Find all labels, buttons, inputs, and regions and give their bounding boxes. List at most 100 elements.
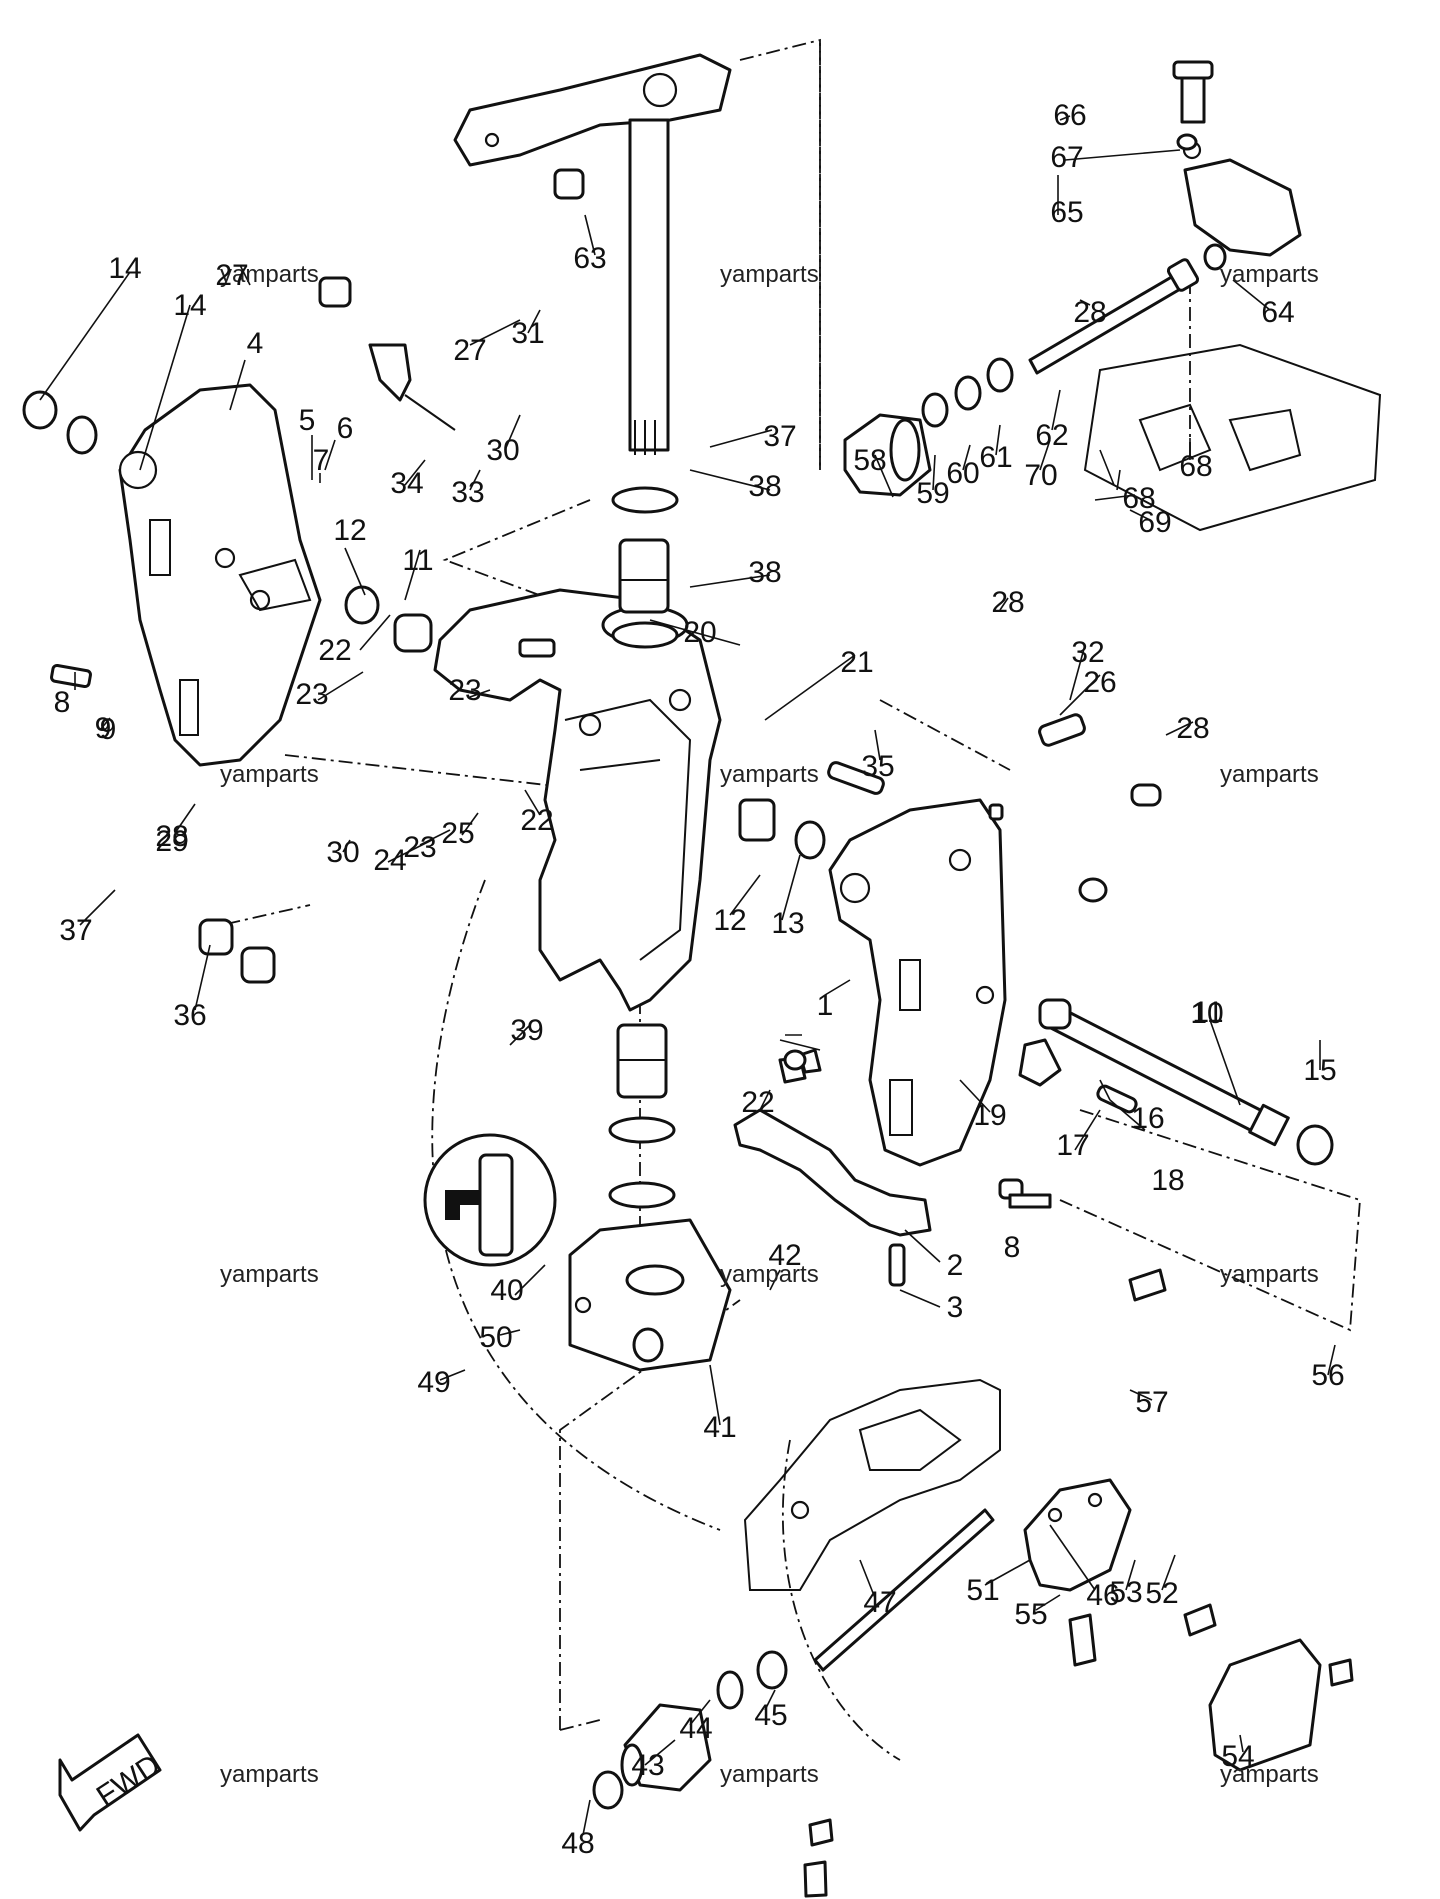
leader-line — [709, 429, 773, 448]
leader-line — [404, 459, 426, 486]
callout-number: 23 — [295, 678, 328, 711]
callout-number: 13 — [771, 907, 804, 940]
callout-number: 15 — [1303, 1054, 1336, 1087]
leader-line — [419, 829, 451, 846]
leader-line — [229, 359, 246, 411]
reference-lines — [199, 38, 1361, 1761]
leader-line — [514, 1264, 546, 1296]
inset-detail — [423, 1133, 557, 1267]
leader-line — [959, 1079, 991, 1113]
callout-number: 1 — [817, 989, 834, 1022]
callout-number: 20 — [683, 616, 716, 649]
callout-number: 35 — [861, 750, 894, 783]
watermark-text: yamparts — [1220, 1761, 1319, 1788]
leader-line — [984, 1559, 1031, 1586]
leader-line — [344, 547, 366, 596]
leader-line — [461, 812, 479, 836]
lower-mount-bracket-50 — [1023, 1478, 1132, 1592]
leader-line — [859, 1559, 876, 1599]
leader-line — [764, 654, 856, 721]
callout-number: 45 — [754, 1699, 787, 1732]
leader-line — [174, 803, 196, 834]
callout-number: 28 — [1176, 712, 1209, 745]
leader-line — [1039, 439, 1051, 471]
leader-line — [1049, 1524, 1096, 1591]
steering-arm-and-shaft — [453, 53, 732, 455]
leader-line — [509, 1024, 531, 1046]
leader-line — [709, 1364, 721, 1426]
watermark-text: yamparts — [220, 761, 319, 788]
callout-number: 64 — [1261, 296, 1294, 329]
leader-line — [524, 789, 541, 816]
callout-number: 37 — [59, 914, 92, 947]
leader-line — [689, 469, 771, 491]
callout-number: 8 — [1004, 1231, 1021, 1264]
leader-line — [582, 1799, 591, 1836]
leader-line — [1059, 674, 1101, 716]
through-tube-10 — [1043, 1003, 1290, 1147]
callout-number: 55 — [1014, 1598, 1047, 1631]
callout-number: 39 — [510, 1014, 543, 1047]
callout-number: 56 — [1311, 1359, 1344, 1392]
leader-line — [469, 319, 521, 346]
engine-base-outline — [1083, 343, 1382, 532]
callout-number: 61 — [979, 441, 1012, 474]
leader-line — [1099, 1079, 1111, 1101]
callout-number: 6 — [337, 412, 354, 445]
callout-number: 65 — [1050, 196, 1083, 229]
forward-direction-arrow: FWD — [58, 1733, 166, 1832]
callout-number: 28 — [991, 586, 1024, 619]
callout-number: 27 — [453, 334, 486, 367]
leader-line — [1129, 509, 1151, 521]
watermark-text: yamparts — [220, 1761, 319, 1788]
callout-number: 11 — [1192, 996, 1223, 1029]
callout-number: 67 — [1050, 141, 1083, 174]
leader-line — [317, 671, 364, 701]
watermark-text: yamparts — [720, 1261, 819, 1288]
callout-number: 41 — [703, 1411, 736, 1444]
callout-number: 9 — [100, 713, 117, 746]
callout-number: 30 — [326, 836, 359, 869]
callout-number: 70 — [1024, 459, 1057, 492]
callout-number: 33 — [451, 476, 484, 509]
small-hardware — [22, 133, 1354, 1898]
leader-line — [439, 1369, 466, 1381]
callout-number: 62 — [1035, 419, 1068, 452]
mount-rubber-57 — [843, 413, 932, 497]
callout-number: 9 — [95, 712, 112, 745]
leader-line — [999, 597, 1009, 611]
leader-line — [1099, 449, 1115, 486]
leader-line — [644, 1739, 676, 1766]
leader-line — [527, 309, 541, 334]
callout-number: 23 — [448, 674, 481, 707]
watermark-text: yamparts — [720, 761, 819, 788]
callout-number: 57 — [1135, 1386, 1168, 1419]
callout-number: 48 — [561, 1827, 594, 1860]
callout-number: 44 — [679, 1712, 712, 1745]
leader-line — [1109, 1099, 1146, 1131]
callout-number: 69 — [1138, 506, 1171, 539]
washers-37-21 — [608, 486, 679, 1209]
callout-number: 2 — [947, 1249, 964, 1282]
callout-number: 32 — [1071, 636, 1104, 669]
leader-line — [324, 439, 336, 471]
leader-line — [824, 979, 851, 996]
callout-number: 12 — [713, 904, 746, 937]
leader-line — [1059, 115, 1071, 121]
leader-line — [874, 454, 894, 498]
callout-number: 27 — [215, 259, 248, 292]
callout-number: 17 — [1056, 1129, 1089, 1162]
cover-plate-53 — [1208, 1638, 1322, 1772]
washers-58-60 — [921, 357, 1014, 428]
leader-line — [342, 839, 351, 853]
leader-line — [1035, 1594, 1061, 1611]
callout-number: 11 — [402, 544, 433, 577]
leader-line — [1116, 469, 1121, 491]
callout-number: 21 — [840, 646, 873, 679]
watermark-text: yamparts — [220, 261, 319, 288]
leader-line — [139, 304, 191, 471]
watermark-text: yamparts — [1220, 261, 1319, 288]
leader-line — [1079, 299, 1091, 306]
